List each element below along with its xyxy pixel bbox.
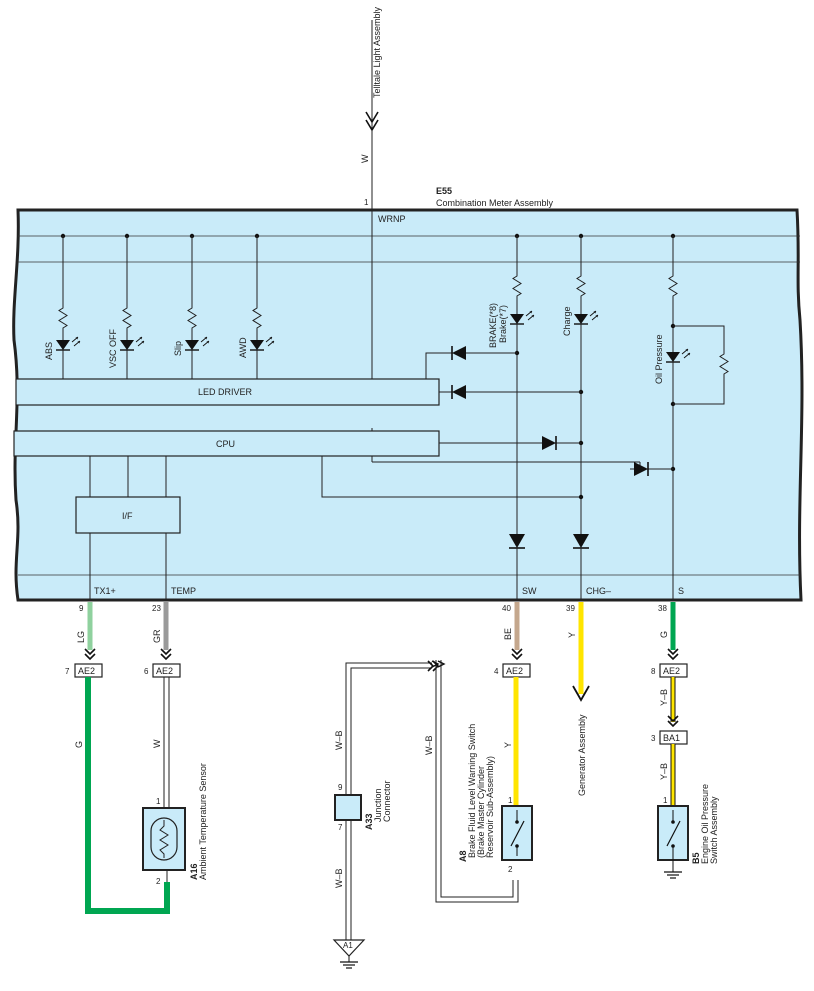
a16-pin-2: 2 [156,877,161,886]
pin-38: 38 [658,604,667,613]
b5-pin-1: 1 [663,796,668,805]
a33-line2: Connector [382,780,392,822]
oil-pressure-switch: 1 B5 Engine Oil Pressure Switch Assembly [657,784,719,879]
brake-fluid-switch: 1 2 A8 Brake Fluid Level Warning Switch … [458,724,533,874]
g-wire-left: G [74,741,84,748]
a8-line1: Brake Fluid Level Warning Switch [467,724,477,858]
b5-id: B5 [691,852,701,864]
a16-id: A16 [189,863,199,880]
telltale-input: Telltale Light Assembly W 1 E55 Combinat… [360,6,554,210]
ae2-4: AE2 [506,666,523,676]
ae2-pin-8: 8 [651,667,656,676]
yb-wire-lower: Y–B [659,763,669,780]
terminal-sw: SW [522,586,537,596]
cpu-block: CPU [13,430,440,457]
pin-1-label: 1 [364,198,369,207]
a33-pin-9: 9 [338,783,343,792]
a8-line2: (Brake Master Cylinder [476,766,486,858]
s-wire: G AE2 8 Y–B BA1 3 Y–B [651,602,688,806]
wb-wire-a33: W–B [334,868,344,888]
y-wire-chg: Y [567,632,577,638]
led-abs: ABS [44,233,81,379]
w-wire-temp: W [152,739,162,748]
meter-name-label: Combination Meter Assembly [436,198,554,208]
sw-wire: BE AE2 4 Y [494,602,531,806]
cpu-label: CPU [216,439,235,449]
ba1-pin-3: 3 [651,734,656,743]
a16-pin-1: 1 [156,797,161,806]
terminal-labels: TX1+ TEMP SW CHG– S 9 23 40 39 38 [79,586,684,613]
terminal-s: S [678,586,684,596]
pin-23: 23 [152,604,161,613]
wb-wire-loop-right: W–B [424,735,434,755]
driver-cpu-links [321,345,673,500]
led-vsc-off-label: VSC OFF [108,328,118,368]
a33-pin-7: 7 [338,823,343,832]
oil-led-circuit: Oil Pressure [654,233,729,600]
telltale-label: Telltale Light Assembly [372,6,382,98]
yb-wire-upper: Y–B [659,689,669,706]
terminal-tx1: TX1+ [94,586,116,596]
a8-pin-2: 2 [508,865,513,874]
led-awd-label: AWD [238,337,248,358]
wrnp-label: WRNP [378,214,406,224]
b5-line1: Engine Oil Pressure [700,784,710,864]
if-label: I/F [122,511,133,521]
ae2-pin-4: 4 [494,667,499,676]
led-awd: AWD [238,233,275,379]
a16-name: Ambient Temperature Sensor [198,763,208,880]
ae2-6: AE2 [156,666,173,676]
if-block: I/F [75,456,181,600]
led-vsc-off: VSC OFF [108,233,145,379]
brake-1-label: BRAKE(*8) [488,303,498,348]
led-driver-label: LED DRIVER [198,387,253,397]
pin-39: 39 [566,604,575,613]
led-abs-label: ABS [44,342,54,360]
ae2-pin-7: 7 [65,667,70,676]
gr-wire-label: GR [152,629,162,643]
a33-id: A33 [364,813,374,830]
brake-2-label: Brake(*7) [498,305,508,343]
ba1-label: BA1 [663,733,680,743]
a8-id: A8 [458,850,468,862]
e55-label: E55 [436,186,452,196]
chg-wire: Y Generator Assembly [567,602,590,796]
ae2-pin-6: 6 [144,667,149,676]
tx1-wire: LG AE2 7 G [65,602,170,914]
a33-line1: Junction [373,788,383,822]
oil-pressure-label: Oil Pressure [654,334,664,384]
a8-pin-1: 1 [508,796,513,805]
ambient-temperature-sensor: 1 2 A16 Ambient Temperature Sensor [142,763,208,886]
ae2-7: AE2 [78,666,95,676]
terminal-temp: TEMP [171,586,196,596]
y-wire-sw: Y [503,742,513,748]
g-wire-s: G [659,631,669,638]
lg-wire-label: LG [76,631,86,643]
generator-label: Generator Assembly [577,714,587,796]
led-driver-block: LED DRIVER [15,378,440,406]
b5-line2: Switch Assembly [709,796,719,864]
brake-led-circuit: BRAKE(*8) Brake(*7) [488,233,535,600]
terminal-chg: CHG– [586,586,611,596]
a8-line3: Reservoir Sub-Assembly) [485,756,495,858]
pin-9: 9 [79,604,84,613]
pin-40: 40 [502,604,511,613]
w-wire-label: W [360,154,370,163]
led-slip-label: Slip [173,341,183,356]
a1-label: A1 [343,941,353,950]
junction-connector: 9 7 A33 Junction Connector W–B A1 [332,780,392,969]
charge-label: Charge [562,306,572,336]
ae2-8: AE2 [663,666,680,676]
wb-wire-loop-left: W–B [334,730,344,750]
be-wire-label: BE [503,628,513,640]
led-group-left: ABS VSC OFF Slip AWD [44,233,275,379]
temp-wire: GR AE2 6 W [144,602,181,808]
ground-wb-loop: W–B W–B [334,660,519,903]
led-slip: Slip [173,233,210,379]
